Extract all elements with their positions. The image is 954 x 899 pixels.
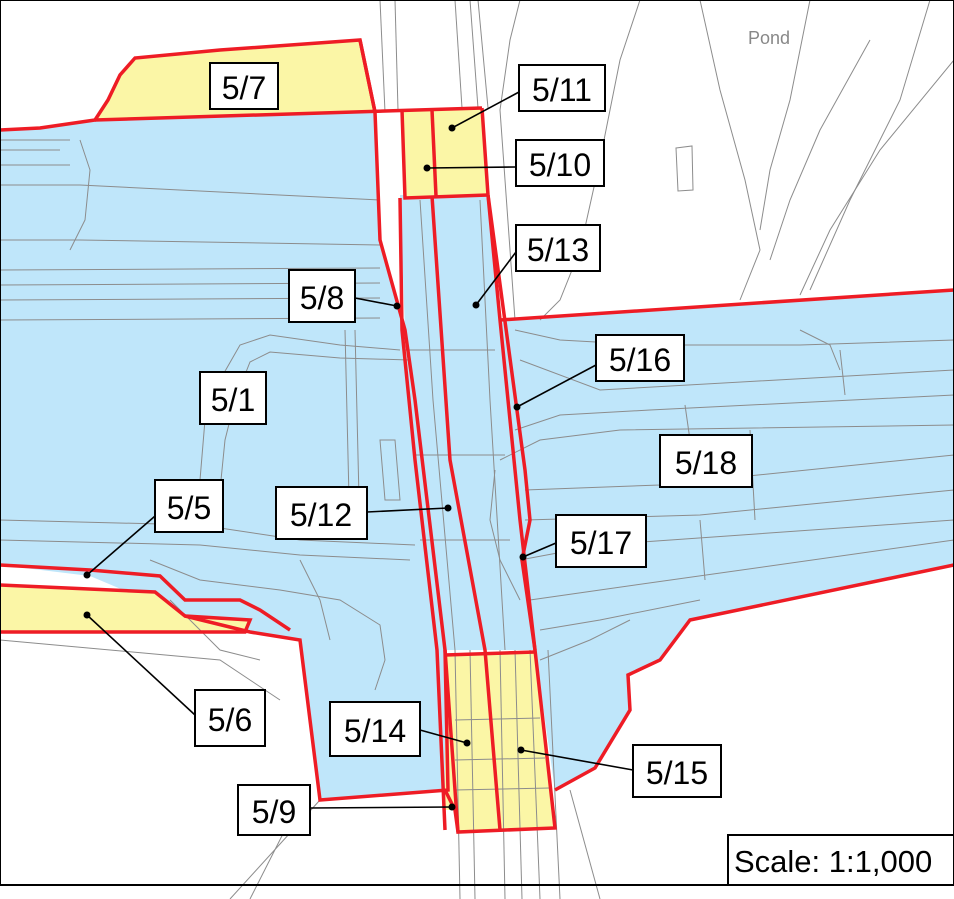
parcel-boundaries — [0, 38, 954, 834]
parcel-label-5-10[interactable]: 5/10 — [515, 139, 605, 187]
svg-text:5/9: 5/9 — [252, 794, 296, 830]
parcel-label-5-5[interactable]: 5/5 — [154, 479, 224, 533]
parcel-area-5-12 — [400, 195, 535, 650]
svg-text:5/18: 5/18 — [675, 445, 737, 481]
svg-text:5/10: 5/10 — [529, 147, 591, 183]
svg-text:5/6: 5/6 — [208, 702, 252, 738]
parcel-label-5-16[interactable]: 5/16 — [595, 334, 685, 382]
parcel-label-5-17[interactable]: 5/17 — [555, 514, 647, 568]
svg-text:5/11: 5/11 — [532, 72, 592, 108]
svg-text:5/14: 5/14 — [344, 713, 406, 749]
scale-label: Scale: 1:1,000 — [734, 844, 932, 879]
parcel-label-5-7[interactable]: 5/7 — [209, 62, 279, 110]
svg-text:5/15: 5/15 — [646, 755, 708, 791]
svg-text:5/7: 5/7 — [222, 70, 266, 106]
parcel-fills — [0, 40, 954, 832]
svg-text:5/1: 5/1 — [211, 382, 255, 418]
parcel-label-5-8[interactable]: 5/8 — [288, 269, 356, 323]
svg-text:5/16: 5/16 — [609, 342, 671, 378]
parcel-area-5-10 — [402, 108, 488, 198]
parcel-label-5-11[interactable]: 5/11 — [518, 64, 606, 112]
parcel-area-5-6 — [0, 585, 250, 632]
parcel-label-5-9[interactable]: 5/9 — [237, 784, 311, 836]
svg-text:5/17: 5/17 — [570, 525, 632, 561]
svg-text:5/12: 5/12 — [290, 497, 352, 533]
parcel-labels: 5/7 5/11 5/10 5/13 5/8 5/16 5/1 5/18 — [154, 62, 753, 836]
parcel-label-5-1[interactable]: 5/1 — [199, 371, 267, 425]
parcel-label-5-13[interactable]: 5/13 — [515, 224, 601, 272]
parcel-label-5-18[interactable]: 5/18 — [659, 434, 753, 488]
svg-text:5/13: 5/13 — [527, 232, 589, 268]
parcel-label-5-14[interactable]: 5/14 — [329, 701, 421, 757]
scale-box: Scale: 1:1,000 — [727, 834, 954, 886]
parcel-area-5-16 — [500, 290, 954, 790]
leader-lines — [83, 91, 634, 811]
svg-text:5/5: 5/5 — [167, 490, 211, 526]
place-label-pond: Pond — [748, 28, 790, 48]
parcel-label-5-12[interactable]: 5/12 — [275, 486, 368, 540]
svg-text:5/8: 5/8 — [300, 280, 344, 316]
parcel-label-5-15[interactable]: 5/15 — [632, 744, 722, 798]
parcel-label-5-6[interactable]: 5/6 — [194, 689, 266, 747]
